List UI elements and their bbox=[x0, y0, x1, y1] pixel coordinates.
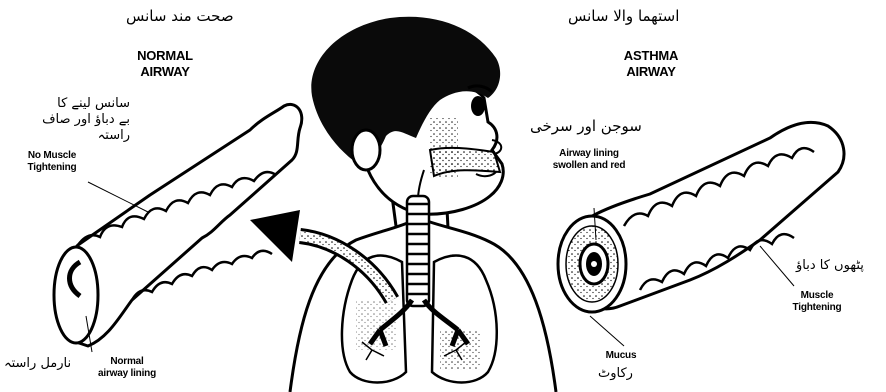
child-eye bbox=[471, 96, 485, 116]
asthma-urdu-title: استھما والا سانس bbox=[568, 8, 679, 24]
asthma-urdu-muscle: پٹھوں کا دباؤ bbox=[796, 258, 864, 274]
normal-urdu-airway: نارمل راستہ bbox=[4, 356, 71, 372]
normal-airway-lining-label: Normal airway lining bbox=[82, 356, 172, 380]
asthma-airway-title: ASTHMA AIRWAY bbox=[606, 48, 696, 80]
muscle-tightening-label: Muscle Tightening bbox=[772, 290, 862, 314]
asthma-urdu-swelling: سوجن اور سرخی bbox=[530, 118, 642, 134]
mucus-label: Mucus bbox=[596, 350, 646, 362]
normal-airway-title: NORMAL AIRWAY bbox=[120, 48, 210, 80]
normal-urdu-title: صحت مند سانس bbox=[126, 8, 234, 24]
trachea bbox=[407, 196, 429, 306]
airway-lining-swollen-label: Airway lining swollen and red bbox=[534, 148, 644, 172]
normal-urdu-breath: سانس لینے کا بے دباؤ اور صاف راستہ bbox=[6, 96, 130, 144]
no-muscle-tightening-label: No Muscle Tightening bbox=[12, 150, 92, 174]
asthma-urdu-mucus: رکاوٹ bbox=[598, 366, 633, 382]
child-illustration bbox=[290, 17, 556, 392]
